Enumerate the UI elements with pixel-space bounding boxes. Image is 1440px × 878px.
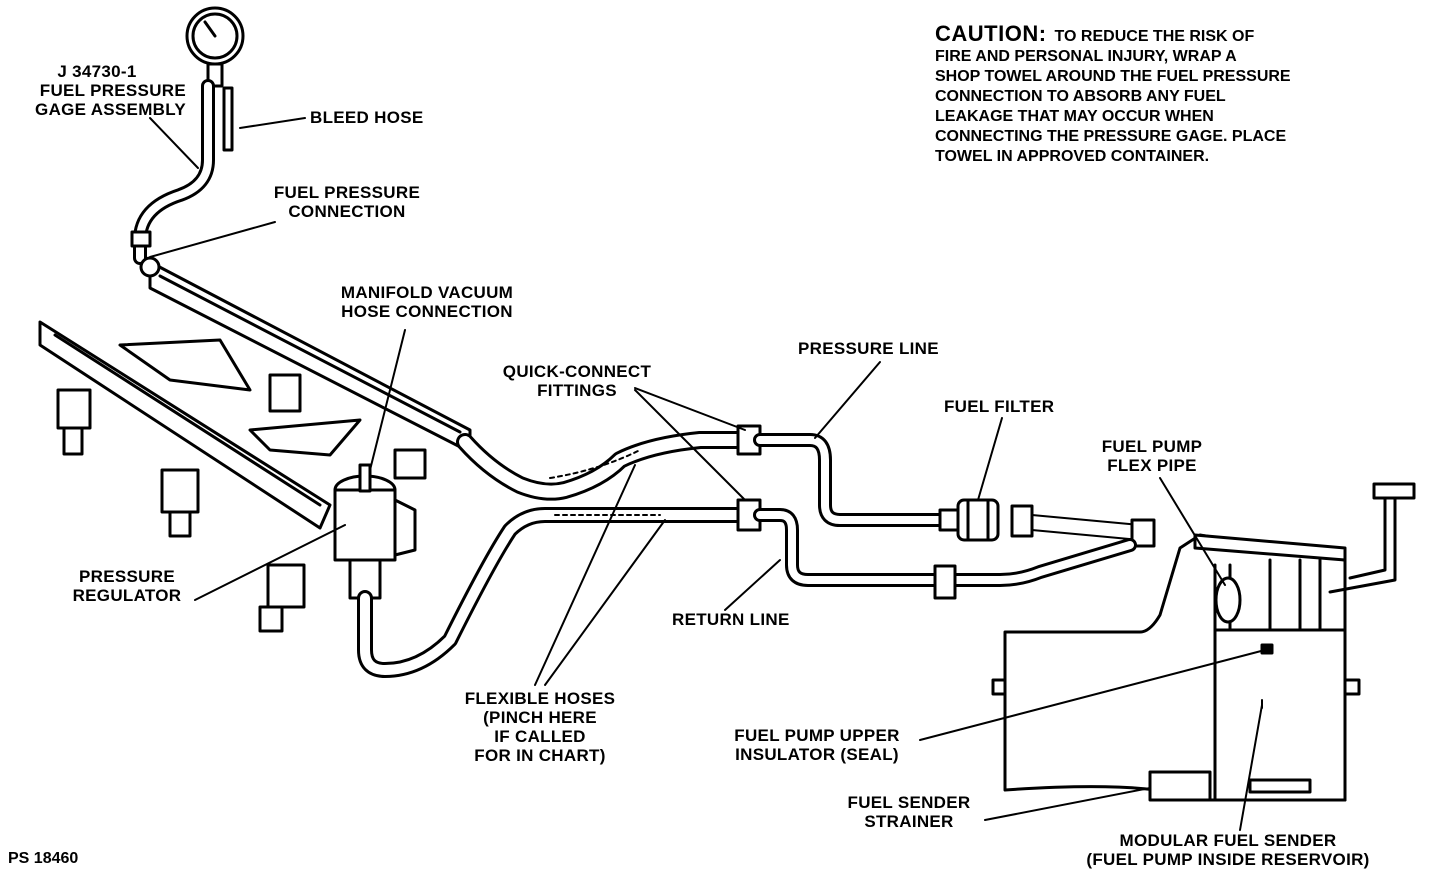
- label-fuel-filter: FUEL FILTER: [944, 397, 1055, 416]
- figure-number: PS 18460: [8, 850, 79, 867]
- label-line: FUEL PUMP UPPER: [734, 726, 900, 745]
- label-line: FUEL SENDER: [847, 793, 971, 812]
- label-line: CONNECTION: [288, 202, 406, 221]
- caution-line: LEAKAGE THAT MAY OCCUR WHEN: [935, 108, 1214, 125]
- label-upper-insulator: FUEL PUMP UPPER INSULATOR (SEAL): [712, 726, 922, 764]
- caution-heading: CAUTION:: [935, 21, 1047, 46]
- label-line: HOSE CONNECTION: [341, 302, 513, 321]
- label-flexible-hoses: FLEXIBLE HOSES (PINCH HERE IF CALLED FOR…: [440, 689, 640, 765]
- label-line: MODULAR FUEL SENDER: [1119, 831, 1337, 850]
- label-line: (FUEL PUMP INSIDE RESERVOIR): [1086, 850, 1370, 869]
- label-line: PRESSURE: [79, 567, 175, 586]
- label-line: FITTINGS: [537, 381, 617, 400]
- label-line: INSULATOR (SEAL): [735, 745, 899, 764]
- label-quick-connect: QUICK-CONNECT FITTINGS: [482, 362, 672, 400]
- caution-line: TOWEL IN APPROVED CONTAINER.: [935, 148, 1210, 165]
- lower-fuel-rail: [38, 320, 362, 530]
- pressure-line: [456, 424, 947, 527]
- label-bleed-hose: BLEED HOSE: [310, 108, 424, 127]
- label-line: FOR IN CHART): [474, 746, 606, 765]
- modular-fuel-sender: [1148, 482, 1416, 802]
- fuel-injectors: [56, 373, 427, 633]
- label-line: FUEL PRESSURE: [39, 81, 186, 100]
- label-line: MANIFOLD VACUUM: [340, 283, 514, 302]
- caution-line: FIRE AND PERSONAL INJURY, WRAP A: [935, 48, 1237, 65]
- label-line: GAGE ASSEMBLY: [35, 100, 186, 119]
- pressure-regulator: [333, 463, 417, 600]
- label-return-line: RETURN LINE: [672, 610, 790, 629]
- fuel-filter: [938, 498, 1156, 548]
- label-fuel-pressure-connection: FUEL PRESSURE CONNECTION: [262, 183, 432, 221]
- label-line: FLEXIBLE HOSES: [464, 689, 616, 708]
- caution-line: SHOP TOWEL AROUND THE FUEL PRESSURE: [935, 68, 1291, 85]
- label-line: (PINCH HERE: [483, 708, 597, 727]
- label-line: STRAINER: [864, 812, 954, 831]
- caution-line: TO REDUCE THE RISK OF: [1054, 28, 1255, 45]
- label-line: FUEL PRESSURE: [273, 183, 421, 202]
- caution-note: CAUTION: TO REDUCE THE RISK OF FIRE AND P…: [935, 21, 1415, 167]
- label-gage-assembly: J 34730-1 FUEL PRESSURE GAGE ASSEMBLY: [8, 62, 186, 119]
- label-line: FUEL PUMP: [1101, 437, 1203, 456]
- caution-line: CONNECTING THE PRESSURE GAGE. PLACE: [935, 128, 1287, 145]
- label-pressure-regulator: PRESSURE REGULATOR: [58, 567, 196, 605]
- label-line: QUICK-CONNECT: [502, 362, 652, 381]
- label-sender-strainer: FUEL SENDER STRAINER: [834, 793, 984, 831]
- label-line: FLEX PIPE: [1107, 456, 1197, 475]
- label-manifold-vacuum: MANIFOLD VACUUM HOSE CONNECTION: [312, 283, 542, 321]
- label-pressure-line: PRESSURE LINE: [798, 339, 939, 358]
- label-line: REGULATOR: [72, 586, 182, 605]
- leader-lines: [149, 117, 1266, 831]
- label-line: IF CALLED: [494, 727, 586, 746]
- label-line: J 34730-1: [57, 62, 137, 81]
- label-modular-fuel-sender: MODULAR FUEL SENDER (FUEL PUMP INSIDE RE…: [1058, 831, 1398, 869]
- return-line: [357, 498, 1137, 678]
- pressure-gage: [130, 6, 245, 265]
- caution-line: CONNECTION TO ABSORB ANY FUEL: [935, 88, 1226, 105]
- label-fuel-pump-flex-pipe: FUEL PUMP FLEX PIPE: [1082, 437, 1222, 475]
